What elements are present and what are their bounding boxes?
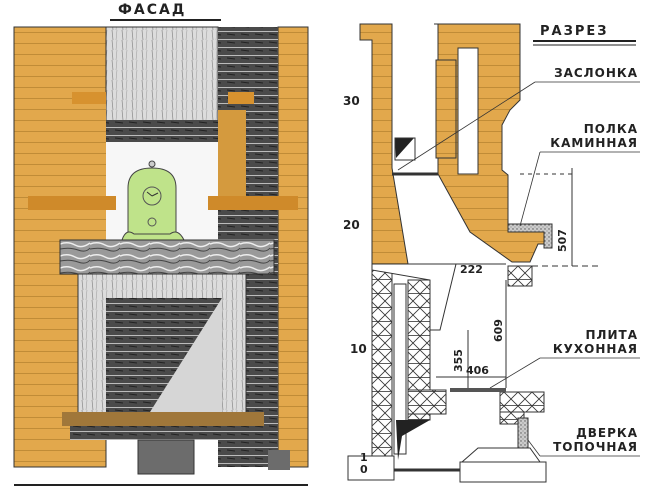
scale-mark-1: 1 xyxy=(360,451,368,464)
dimension-609: 609 xyxy=(492,319,505,342)
clock-icon xyxy=(121,160,185,241)
dimension-507: 507 xyxy=(556,229,569,252)
mantel-shelf-label-line1: ПОЛКА xyxy=(583,122,638,136)
mantel-shelf-label-line2: КАМИННАЯ xyxy=(550,136,638,150)
scale-mark-10: 10 xyxy=(350,342,367,356)
dimension-355: 355 xyxy=(452,349,465,372)
scale-mark-0: 0 xyxy=(360,463,368,476)
stove-plate-label-line1: ПЛИТА xyxy=(585,328,638,342)
scale-mark-20: 20 xyxy=(343,218,360,232)
facade-title: ФАСАД xyxy=(118,2,187,18)
dimension-222: 222 xyxy=(460,263,483,276)
firebox-door-label-line2: ТОПОЧНАЯ xyxy=(553,440,638,454)
facade-view xyxy=(13,19,309,486)
scale-mark-30: 30 xyxy=(343,94,360,108)
stove-plate-label-line2: КУХОННАЯ xyxy=(552,342,638,356)
dimension-406: 406 xyxy=(466,364,489,377)
section-view xyxy=(347,23,640,483)
damper-label: ЗАСЛОНКА xyxy=(554,66,638,80)
section-title: РАЗРЕЗ xyxy=(540,24,609,39)
firebox-door-label-line1: ДВЕРКА xyxy=(576,426,638,440)
